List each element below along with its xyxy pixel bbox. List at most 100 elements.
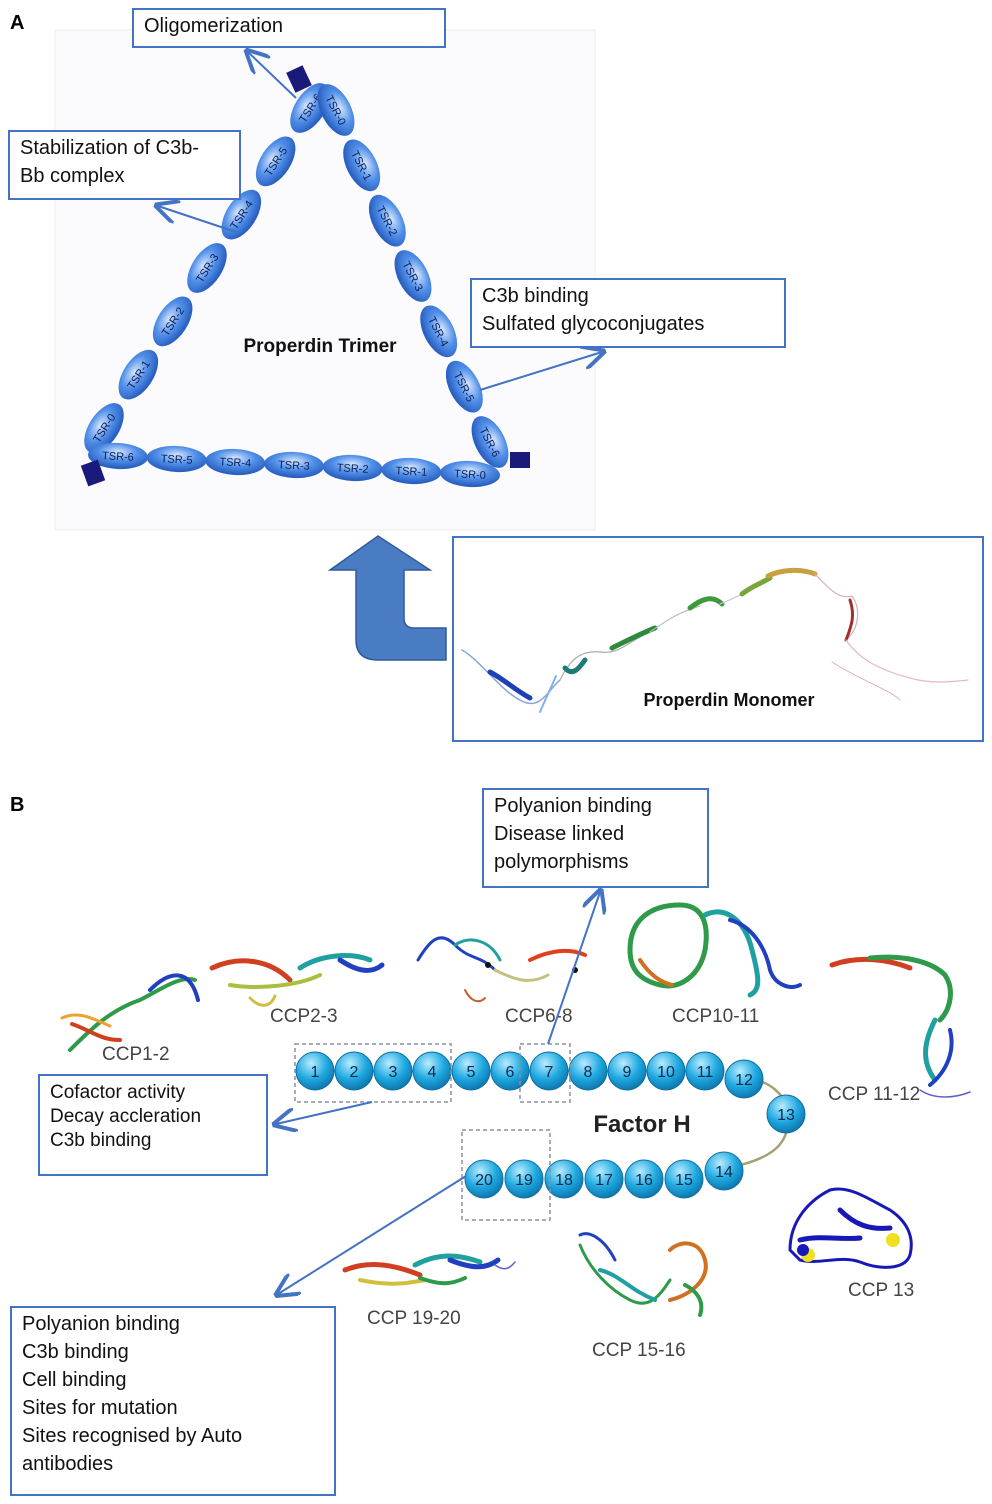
tsr-ellipse	[146, 445, 207, 473]
big-curved-arrow	[327, 535, 447, 661]
structure-ccp1-2	[60, 973, 200, 1052]
polyanion-top-line-2: Disease linked	[494, 823, 625, 845]
ccp-18: 18	[544, 1159, 584, 1199]
bottom-line-2: C3b binding	[22, 1341, 129, 1363]
tsr-label: TSR-2	[336, 462, 368, 476]
tsr-ellipse	[322, 454, 383, 482]
tsr-bottom-2: TSR-4	[205, 448, 266, 476]
tsr-ellipse	[440, 460, 500, 488]
ccp-number: 12	[735, 1072, 753, 1089]
arrow-cofactor	[276, 1101, 373, 1124]
ccp-11: 11	[685, 1051, 725, 1091]
tsr-label: TSR-5	[160, 453, 192, 467]
ccp-bead	[664, 1159, 704, 1199]
ccp-6: 6	[490, 1051, 530, 1091]
tsr-left-3: TSR-3	[187, 243, 227, 293]
tsr-ellipse	[445, 360, 483, 413]
ccp-number: 19	[515, 1172, 533, 1189]
ccp-4: 4	[412, 1051, 452, 1091]
ccp-number: 8	[584, 1064, 593, 1081]
tsr-right-5: TSR-5	[445, 360, 483, 413]
ccp-number: 17	[595, 1172, 613, 1189]
bottom-line-4: Sites for mutation	[22, 1397, 178, 1419]
tsr-left-0: TSR-0	[84, 403, 124, 453]
ccp-17: 17	[584, 1159, 624, 1199]
ccp-number: 11	[697, 1064, 714, 1081]
ccp-number: 13	[777, 1107, 795, 1124]
oligomerization-text: Oligomerization	[144, 15, 283, 37]
tsr-label: TSR-1	[395, 465, 427, 479]
ccp-bead	[584, 1159, 624, 1199]
ccp-number: 20	[475, 1172, 493, 1189]
tsr-right-4: TSR-4	[420, 305, 458, 358]
tsr-ellipse	[152, 296, 193, 347]
ccp-bead	[646, 1051, 686, 1091]
ccp-number: 9	[623, 1064, 632, 1081]
ccp-5: 5	[451, 1051, 491, 1091]
tsr-bottom-6: TSR-0	[440, 460, 500, 488]
stabilization-line-2: Bb complex	[20, 165, 125, 187]
terminal-block-top	[286, 65, 312, 93]
ccp-bead	[504, 1159, 544, 1199]
terminal-block-right	[510, 452, 530, 468]
tsr-label: TSR-0	[454, 468, 486, 482]
label-ccp11-12: CCP 11-12	[828, 1084, 920, 1105]
ccp-number: 3	[389, 1064, 398, 1081]
ccp-bead	[568, 1051, 608, 1091]
tsr-ellipse	[264, 451, 324, 479]
ccp-bead	[624, 1159, 664, 1199]
ccp-bead	[451, 1051, 491, 1091]
tsr-bottom-4: TSR-2	[322, 454, 383, 482]
cofactor-box: Cofactor activity Decay accleration C3b …	[38, 1074, 268, 1176]
ccp-2: 2	[334, 1051, 374, 1091]
stabilization-box: Stabilization of C3b- Bb complex	[8, 130, 241, 200]
ccp-number: 7	[545, 1064, 554, 1081]
c3b-line-1: C3b binding	[482, 285, 589, 307]
tsr-ellipse	[88, 442, 148, 470]
ccp-bead	[529, 1051, 569, 1091]
cofactor-line-3: C3b binding	[50, 1130, 152, 1151]
ccp-bead	[334, 1051, 374, 1091]
tsr-ellipse	[317, 84, 355, 136]
ccp-bead	[544, 1159, 584, 1199]
selection-ccp1-4	[294, 1043, 452, 1103]
arrow-stabilization	[158, 206, 237, 233]
tsr-ellipse	[205, 448, 266, 476]
tsr-ellipse	[187, 243, 227, 293]
tsr-left-1: TSR-1	[118, 349, 159, 400]
ccp-number: 2	[350, 1064, 359, 1081]
polyanion-top-line-3: polymorphisms	[494, 851, 629, 873]
selection-ccp7	[519, 1043, 571, 1103]
cofactor-line-2: Decay accleration	[50, 1106, 202, 1127]
label-ccp10-11: CCP10-11	[672, 1006, 759, 1027]
structure-ccp19-20	[342, 1253, 516, 1286]
ccp-10: 10	[646, 1051, 686, 1091]
structure-ccp13	[788, 1187, 913, 1269]
tsr-label: TSR-4	[219, 456, 251, 470]
panel-a-letter: A	[10, 12, 25, 34]
ccp-1: 1	[295, 1051, 335, 1091]
tsr-ellipse	[381, 457, 442, 485]
structure-ccp6-8	[416, 936, 587, 1003]
structure-ccp10-11	[627, 902, 802, 998]
polyanion-top-box: Polyanion binding Disease linked polymor…	[482, 788, 709, 888]
tsr-right-6: TSR-6	[471, 416, 509, 468]
tsr-ellipse	[394, 250, 432, 302]
structure-ccp11-12	[829, 954, 971, 1098]
label-ccp19-20: CCP 19-20	[367, 1308, 461, 1329]
label-ccp13: CCP 13	[848, 1280, 914, 1301]
trimer-label: Properdin Trimer	[243, 336, 397, 357]
ccp-15: 15	[664, 1159, 704, 1199]
label-ccp1-2: CCP1-2	[102, 1044, 170, 1065]
bottom-line-6: antibodies	[22, 1453, 114, 1475]
tsr-bottom-1: TSR-5	[146, 445, 207, 473]
terminal-block-left	[80, 459, 106, 487]
tsr-ellipse	[471, 416, 509, 468]
monomer-label: Properdin Monomer	[643, 690, 814, 710]
c3b-line-2: Sulfated glycoconjugates	[482, 313, 705, 335]
ccp-number: 6	[506, 1064, 515, 1081]
tsr-ellipse	[343, 139, 381, 192]
